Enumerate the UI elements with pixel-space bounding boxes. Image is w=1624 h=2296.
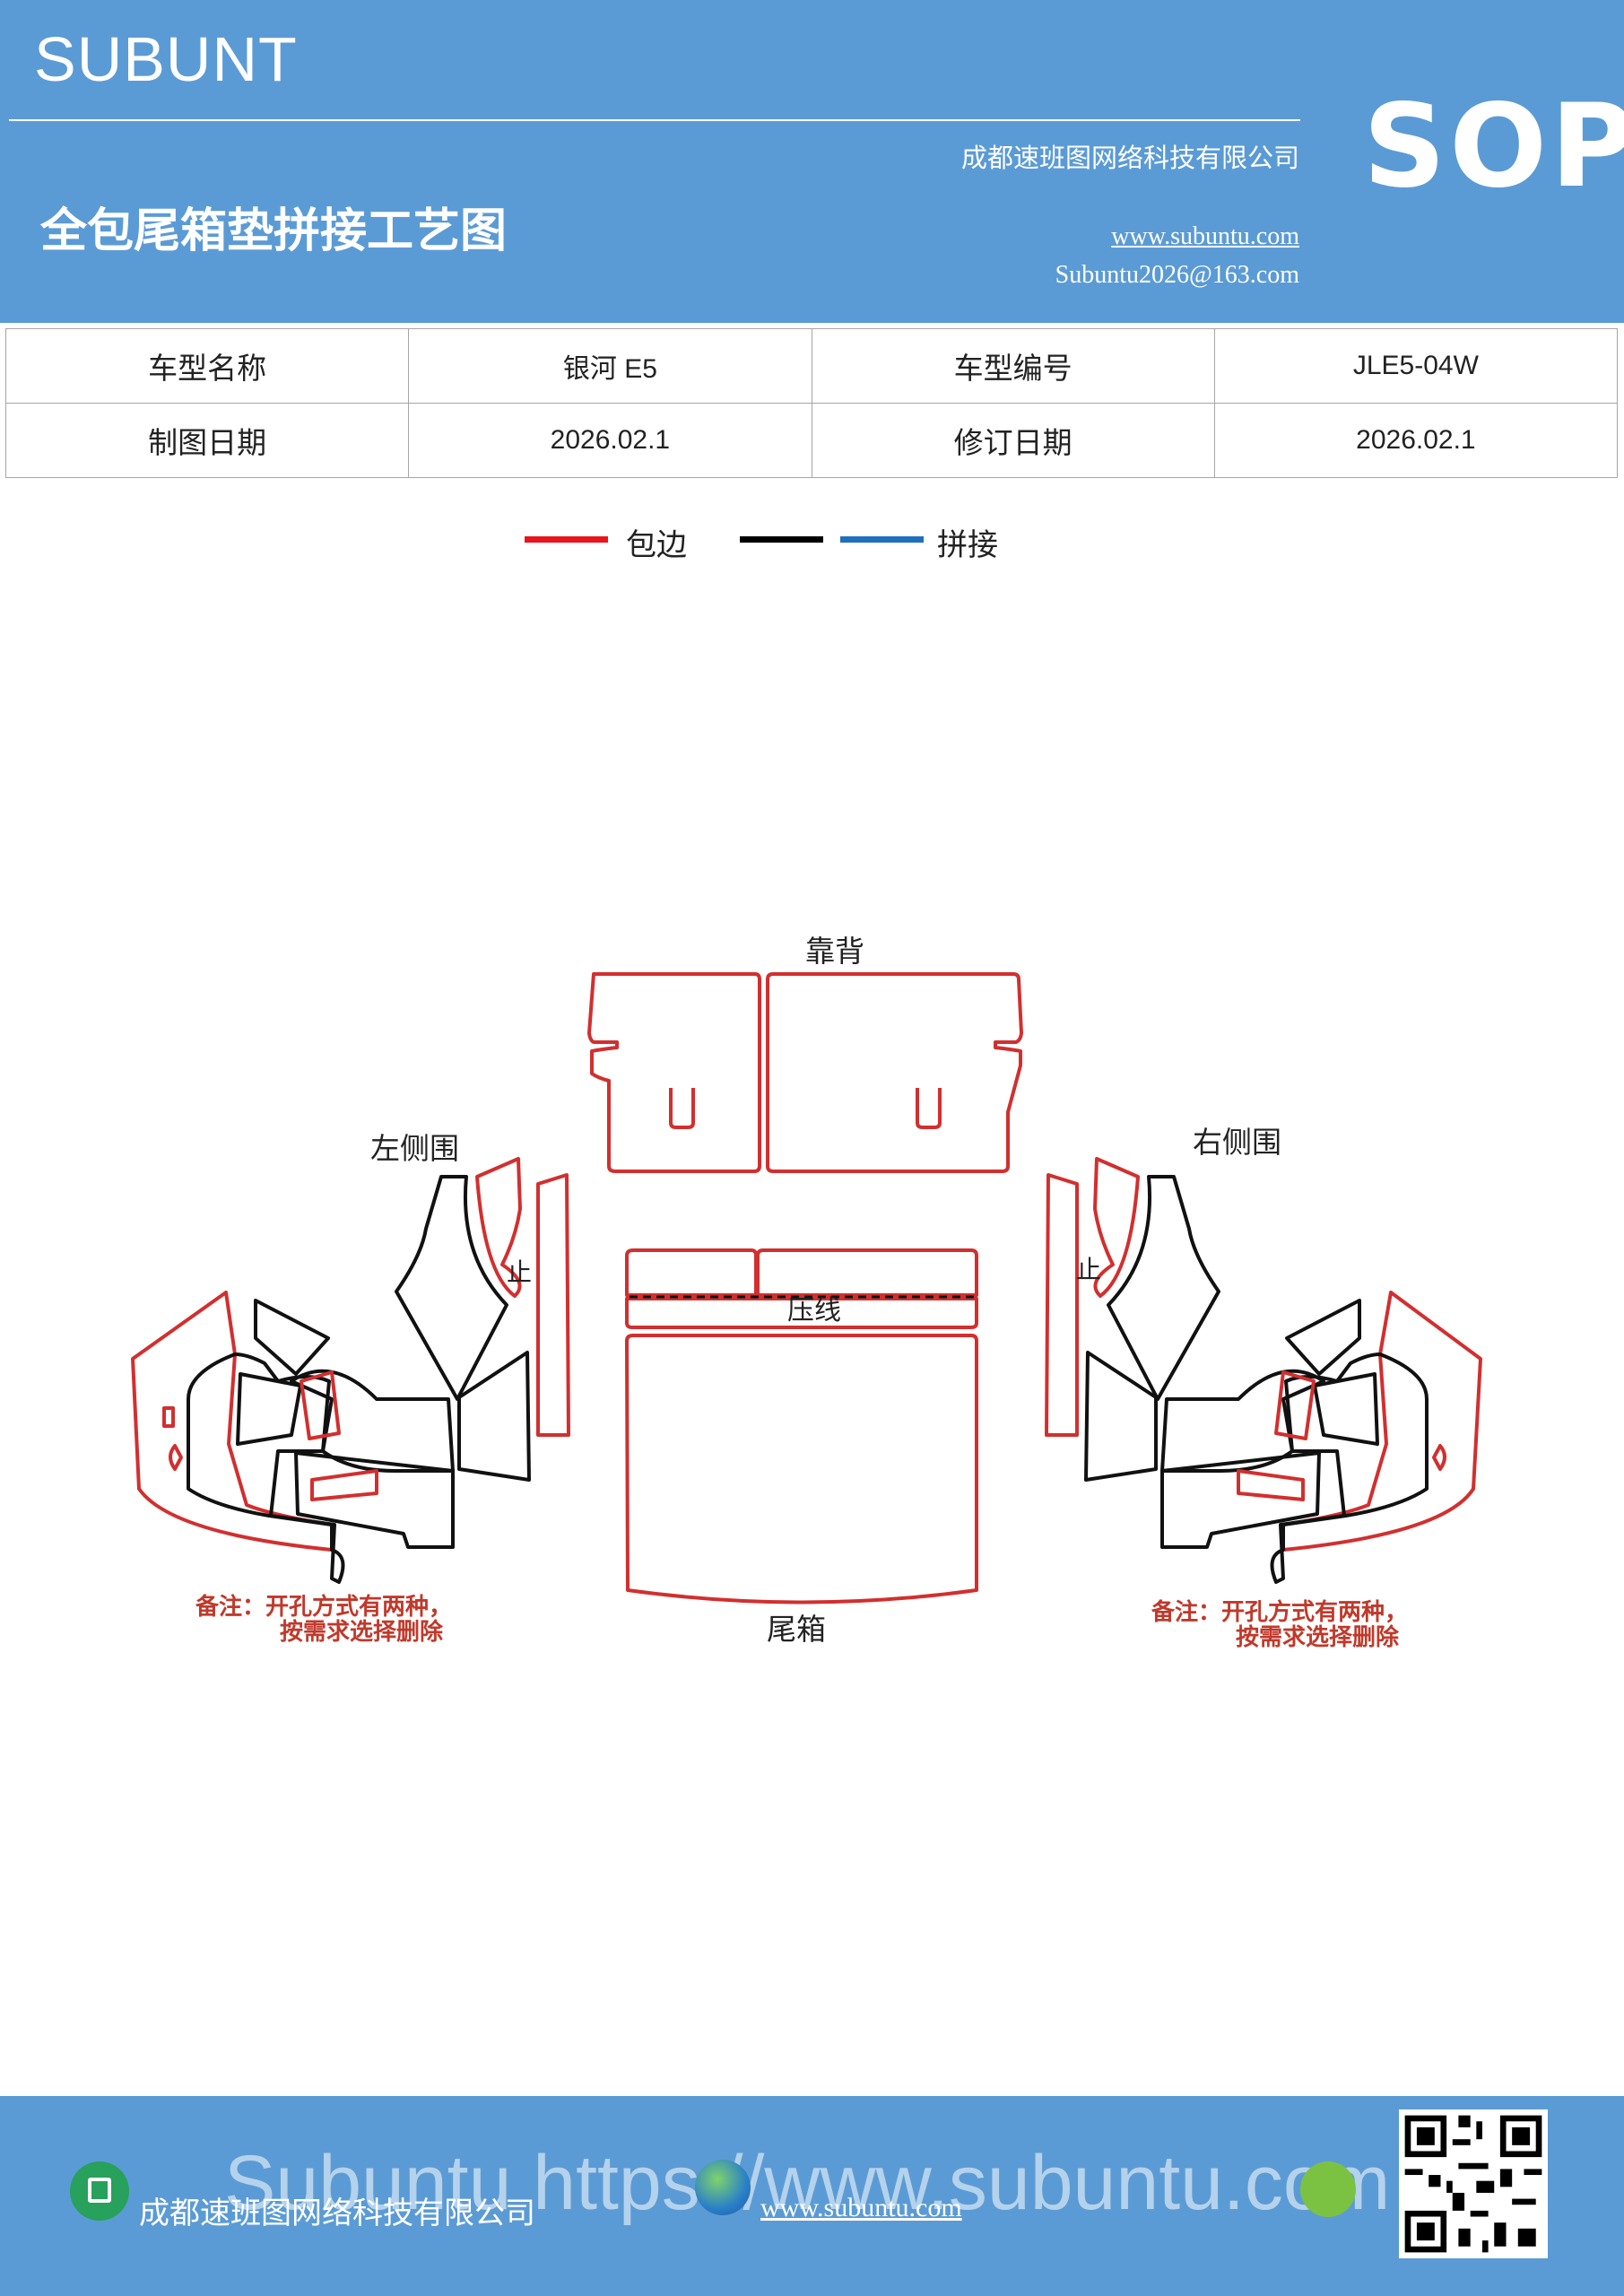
left-hole-round — [169, 1444, 183, 1471]
left-quad-panel — [236, 1372, 302, 1446]
left-note-line2: 按需求选择删除 — [280, 1618, 444, 1646]
backrest-right-slot — [916, 1088, 942, 1129]
backrest-right-panel — [766, 972, 1023, 1173]
legend: 包边 拼接 — [525, 520, 1152, 574]
trunk-strip-bottom — [625, 1297, 978, 1329]
cell-drawing-date-value: 2026.02.1 — [408, 403, 812, 478]
left-stop-label: 止 — [507, 1257, 532, 1287]
wechat-icon — [1300, 2161, 1356, 2217]
cell-model-name-label: 车型名称 — [4, 328, 410, 404]
cell-revision-date-value: 2026.02.1 — [1213, 403, 1619, 478]
right-hole-marker — [1274, 1370, 1316, 1440]
right-stop-label: 止 — [1076, 1255, 1101, 1284]
right-quad-panel — [1313, 1372, 1379, 1446]
left-side-label: 左侧围 — [370, 1131, 459, 1166]
legend-splice-label: 拼接 — [937, 527, 998, 563]
vehicle-info-table: 车型名称 银河 E5 车型编号 JLE5-04W 制图日期 2026.02.1 … — [4, 328, 1619, 478]
legend-edge-swatch — [525, 536, 608, 543]
cell-model-code-value: JLE5-04W — [1213, 328, 1619, 404]
building-icon — [70, 2161, 129, 2221]
trunk-strip-right — [756, 1248, 978, 1297]
right-side-trim-group — [1045, 1157, 1482, 1584]
right-lower-panel — [1084, 1351, 1158, 1482]
left-main-panel — [187, 1352, 345, 1584]
website-link[interactable]: www.subuntu.com — [1111, 222, 1299, 250]
right-pillar-inner — [1093, 1157, 1140, 1298]
legend-splice-swatch — [840, 536, 924, 543]
trunk-floor-panel — [625, 1334, 978, 1605]
page-title: 全包尾箱垫拼接工艺图 — [40, 204, 508, 258]
right-note-line2: 按需求选择删除 — [1236, 1623, 1400, 1651]
footer-company-name: 成都速班图网络科技有限公司 — [139, 2196, 535, 2231]
legend-seam-swatch — [740, 536, 823, 543]
cell-model-name-value: 银河 E5 — [408, 328, 812, 404]
backrest-left-slot — [669, 1088, 695, 1129]
left-pillar-inner — [475, 1157, 522, 1298]
left-note-line1: 备注：开孔方式有两种， — [195, 1593, 452, 1621]
right-side-label: 右侧围 — [1193, 1125, 1281, 1160]
globe-icon — [695, 2160, 751, 2215]
cell-drawing-date-label: 制图日期 — [4, 403, 410, 478]
left-bottom-slot — [310, 1469, 378, 1501]
left-pillar — [395, 1175, 508, 1401]
right-main-panel — [1270, 1352, 1429, 1584]
left-hole-marker — [300, 1370, 341, 1440]
right-bottom-panel — [1160, 1451, 1321, 1549]
footer-watermark: Subuntu https://www.subuntu.com — [224, 2140, 1391, 2226]
backrest-label: 靠背 — [805, 934, 864, 969]
trunk-label: 尾箱 — [767, 1612, 826, 1647]
splice-process-drawing: 止 止 靠背 左侧围 右侧围 压线 尾箱 备注：开孔方式有两种， 按需求选择删除… — [131, 934, 1482, 1651]
company-name: 成都速班图网络科技有限公司 — [960, 143, 1299, 173]
footer-website-link[interactable]: www.subuntu.com — [760, 2193, 962, 2222]
backrest-left-panel — [587, 972, 761, 1173]
brand-logo-text: SUBUNT — [34, 24, 298, 94]
left-vertical-strip — [536, 1173, 570, 1437]
table-row: 制图日期 2026.02.1 修订日期 2026.02.1 — [4, 403, 1619, 478]
left-side-trim-group: 止 — [131, 1157, 570, 1584]
cell-revision-date-label: 修订日期 — [811, 403, 1215, 478]
right-small-flap-top — [1285, 1299, 1361, 1376]
right-vertical-strip — [1045, 1173, 1079, 1437]
press-line-label: 压线 — [787, 1295, 841, 1326]
table-row: 车型名称 银河 E5 车型编号 JLE5-04W — [4, 328, 1619, 404]
left-hole-square — [162, 1406, 175, 1428]
trunk-strip-left — [625, 1248, 758, 1297]
left-small-flap-top — [254, 1299, 330, 1376]
right-bottom-slot — [1237, 1469, 1305, 1501]
header-divider — [9, 119, 1300, 121]
right-note-line1: 备注：开孔方式有两种， — [1151, 1598, 1408, 1626]
sop-badge: SOP — [1363, 80, 1624, 213]
right-pillar — [1107, 1175, 1220, 1401]
left-bottom-panel — [294, 1451, 455, 1549]
header-banner — [0, 0, 1624, 323]
cell-model-code-label: 车型编号 — [811, 328, 1215, 404]
legend-edge-label: 包边 — [626, 527, 687, 563]
left-lower-panel — [457, 1351, 531, 1482]
right-outer-flap — [1281, 1291, 1482, 1552]
email-address: Subuntu2026@163.com — [1055, 261, 1299, 289]
left-outer-flap — [131, 1291, 334, 1552]
qr-code-icon[interactable] — [1399, 2109, 1548, 2258]
right-hole-round — [1432, 1444, 1446, 1471]
